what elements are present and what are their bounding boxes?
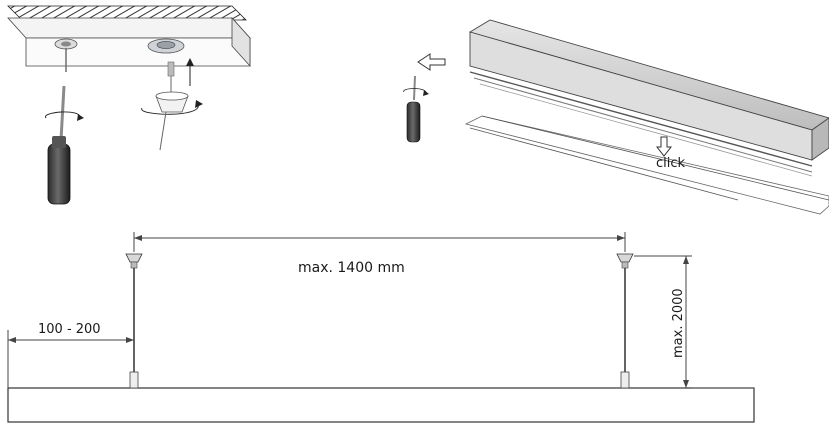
led-profile: [468, 19, 829, 177]
ceiling-canopy-icon: [141, 58, 203, 151]
profile-diffuser-panel: click: [403, 19, 829, 215]
dimension-drawing: max. 1400 mm 100 - 200 max. 2000: [7, 232, 755, 423]
screwdriver-icon: [45, 85, 84, 205]
ceiling-slab-side: [231, 16, 251, 68]
suspension-cable-right: [616, 253, 634, 389]
ceiling-mount-panel: [7, 5, 251, 205]
height-label: max. 2000: [671, 288, 686, 358]
click-label: click: [656, 156, 686, 171]
arrow-down-outline-icon: [655, 136, 673, 157]
spacing-dimension-line: [133, 232, 626, 252]
ceiling-hatch: [7, 5, 247, 21]
wall-plug: [54, 38, 78, 72]
diffuser-strip: [464, 115, 829, 215]
arrow-left-outline-icon: [417, 53, 446, 71]
luminaire-body: [7, 387, 755, 423]
offset-label: 100 - 200: [38, 322, 101, 337]
height-dimension-line: [634, 255, 754, 389]
suspension-cable-left: [125, 253, 143, 389]
ceiling-canopy-base: [147, 38, 185, 54]
spacing-label: max. 1400 mm: [298, 260, 405, 276]
ceiling-slab: [7, 17, 251, 39]
screwdriver-small-icon: [403, 75, 429, 143]
offset-dimension-line: [7, 330, 134, 388]
